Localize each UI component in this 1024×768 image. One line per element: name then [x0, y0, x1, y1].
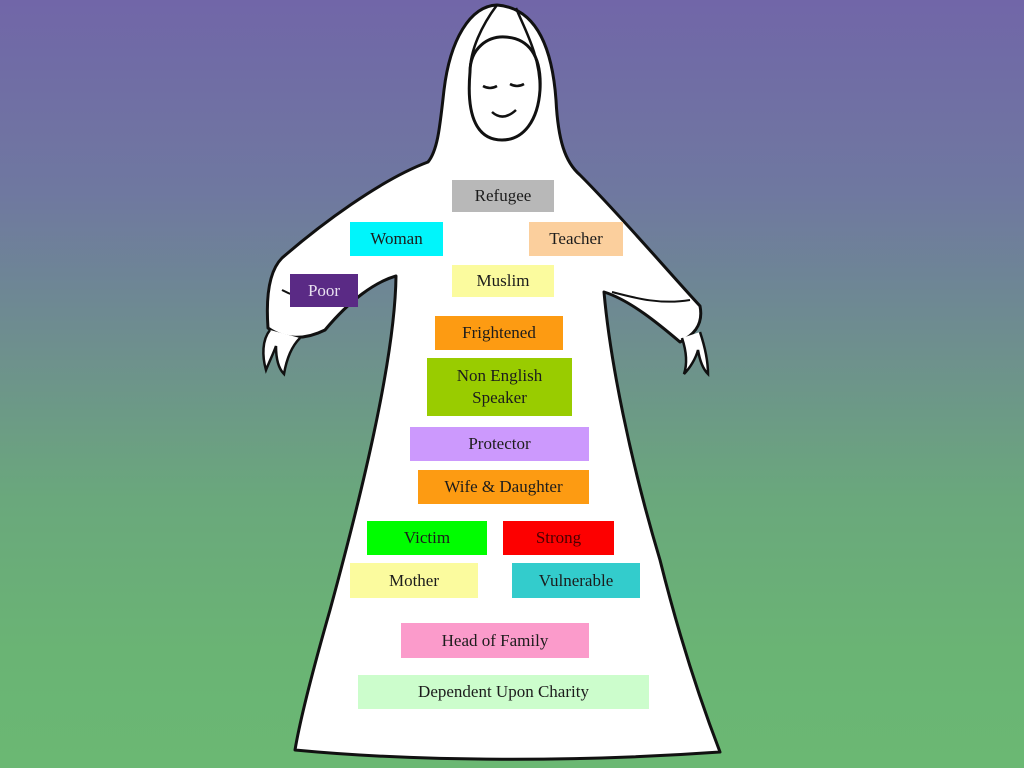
- label-strong-text: Strong: [535, 528, 582, 547]
- hood-fold: [468, 4, 499, 73]
- right-eye: [509, 82, 525, 88]
- label-teacher: Teacher: [529, 222, 623, 256]
- label-mother-text: Mother: [388, 570, 440, 590]
- label-wife-daughter: Wife & Daughter: [418, 470, 589, 504]
- label-non-english-line1: Non English: [456, 366, 543, 385]
- head-shape: [467, 35, 542, 142]
- label-vulnerable: Vulnerable: [512, 563, 640, 598]
- mouth: [491, 109, 517, 118]
- label-refugee-text: Refugee: [474, 186, 532, 205]
- label-protector-text: Protector: [468, 434, 531, 453]
- label-dependent-upon-charity-text: Dependent Upon Charity: [418, 682, 589, 701]
- label-muslim: Muslim: [452, 265, 554, 297]
- hood-fold-right: [514, 7, 542, 91]
- label-victim: Victim: [367, 521, 487, 555]
- label-frightened-text: Frightened: [462, 323, 536, 342]
- label-vulnerable-text: Vulnerable: [538, 570, 614, 590]
- label-head-of-family-text: Head of Family: [441, 630, 549, 650]
- label-woman: Woman: [350, 222, 443, 256]
- label-refugee: Refugee: [452, 180, 554, 212]
- left-eye: [482, 84, 498, 90]
- label-mother: Mother: [350, 563, 478, 598]
- label-teacher-text: Teacher: [549, 229, 603, 248]
- label-muslim-text: Muslim: [476, 271, 530, 290]
- label-poor-text: Poor: [307, 280, 341, 300]
- label-non-english-line2: Speaker: [472, 388, 527, 407]
- left-hand: [262, 329, 301, 377]
- label-strong: Strong: [503, 521, 614, 555]
- label-frightened: Frightened: [435, 316, 563, 350]
- label-non-english-speaker: Non English Speaker: [427, 358, 572, 416]
- label-protector: Protector: [410, 427, 589, 461]
- label-head-of-family: Head of Family: [401, 623, 589, 658]
- right-sleeve-fold: [611, 291, 691, 303]
- label-non-english-speaker-text: Non English Speaker: [457, 365, 542, 409]
- label-poor: Poor: [290, 274, 358, 307]
- label-woman-text: Woman: [370, 229, 423, 248]
- label-dependent-upon-charity: Dependent Upon Charity: [358, 675, 649, 709]
- right-hand: [680, 331, 710, 378]
- label-victim-text: Victim: [403, 528, 451, 547]
- label-wife-daughter-text: Wife & Daughter: [444, 477, 563, 496]
